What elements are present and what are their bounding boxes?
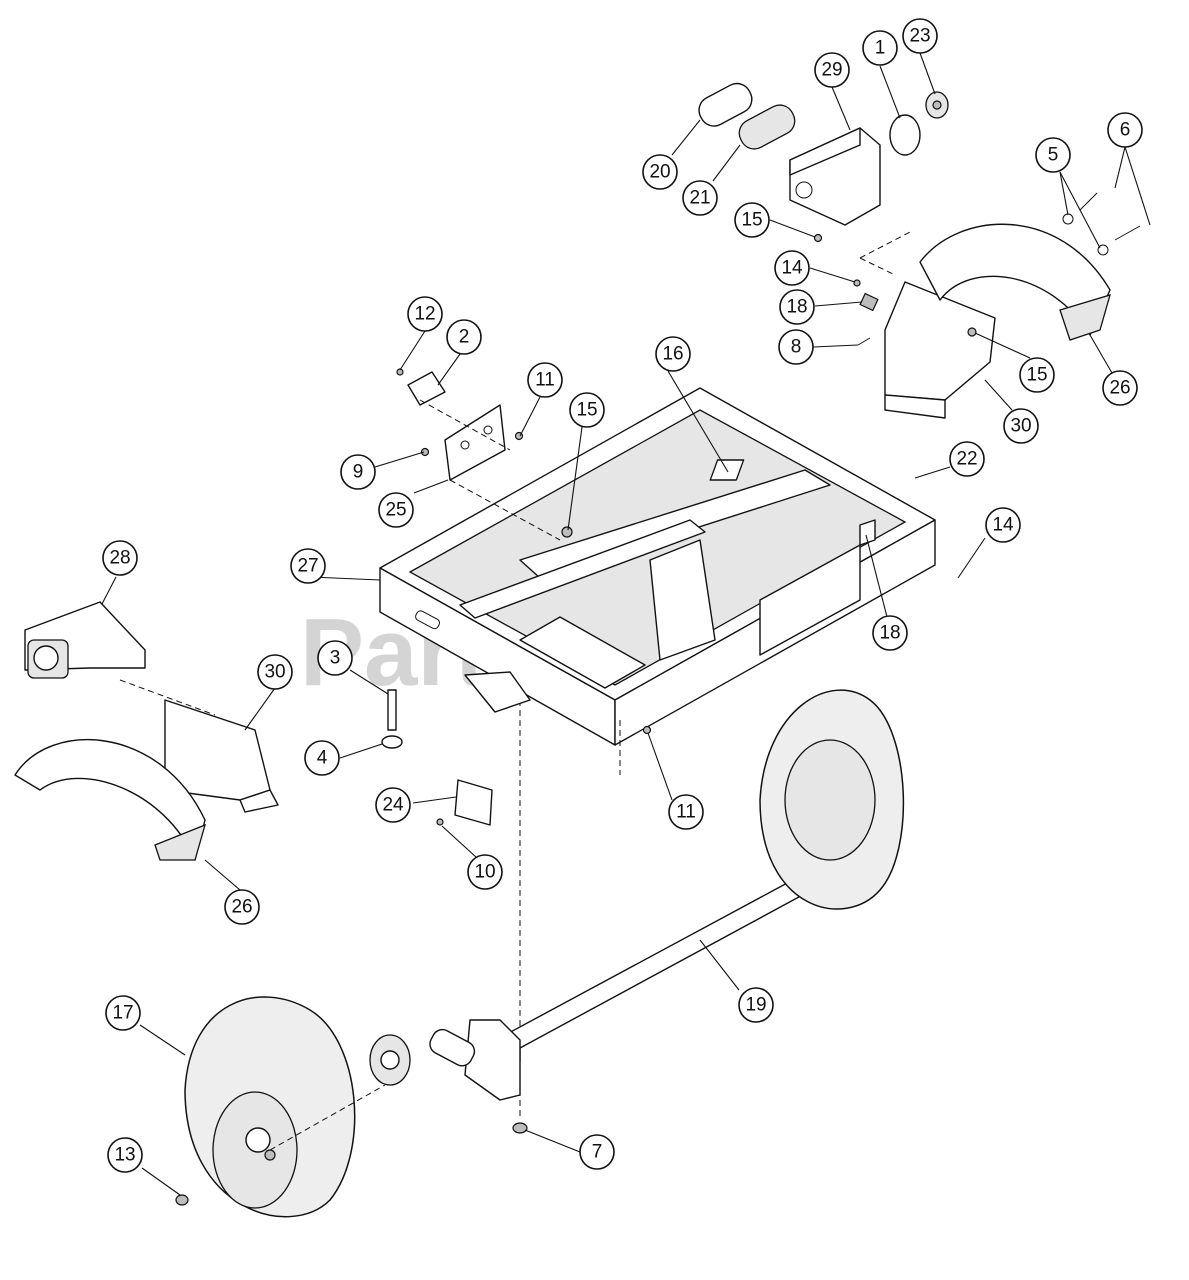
callouts: 1 23 29 20 21 5 6 15 14 18 8 15 26 30 12… — [102, 18, 1143, 1173]
callout: 14 — [774, 250, 810, 286]
mount-plate — [396, 368, 561, 541]
callout: 10 — [467, 854, 503, 890]
svg-text:11: 11 — [535, 370, 555, 391]
svg-text:25: 25 — [385, 500, 406, 521]
callout: 16 — [655, 336, 691, 372]
callout: 17 — [105, 995, 141, 1031]
svg-text:19: 19 — [745, 995, 766, 1016]
callout: 25 — [378, 492, 414, 528]
callout: 5 — [1035, 137, 1071, 173]
callout: 26 — [1102, 370, 1138, 406]
svg-text:22: 22 — [956, 449, 977, 470]
left-fender-assembly — [14, 601, 279, 861]
callout: 11 — [527, 362, 563, 398]
svg-text:11: 11 — [676, 802, 696, 823]
svg-text:21: 21 — [689, 188, 710, 209]
callout: 15 — [734, 202, 770, 238]
svg-text:1: 1 — [875, 38, 886, 59]
callout: 19 — [738, 987, 774, 1023]
svg-text:10: 10 — [474, 862, 495, 883]
svg-text:15: 15 — [576, 400, 597, 421]
callout: 4 — [304, 740, 340, 776]
callout: 11 — [668, 794, 704, 830]
svg-text:15: 15 — [741, 210, 762, 231]
svg-text:2: 2 — [459, 327, 470, 348]
right-fender-assembly — [853, 192, 1141, 419]
wheel-right — [759, 689, 905, 910]
callout: 14 — [985, 507, 1021, 543]
svg-text:23: 23 — [909, 26, 930, 47]
svg-text:27: 27 — [297, 556, 318, 577]
svg-text:6: 6 — [1120, 120, 1131, 141]
svg-text:4: 4 — [317, 748, 328, 769]
callout: 30 — [257, 654, 293, 690]
callout: 2 — [446, 319, 482, 355]
callout: 22 — [949, 441, 985, 477]
svg-text:17: 17 — [112, 1003, 133, 1024]
callout: 26 — [224, 889, 260, 925]
tail-light-assembly — [698, 82, 949, 243]
callout: 12 — [407, 296, 443, 332]
svg-text:18: 18 — [786, 297, 807, 318]
callout: 15 — [569, 392, 605, 428]
callout: 27 — [290, 548, 326, 584]
callout: 3 — [317, 640, 353, 676]
callout: 18 — [779, 289, 815, 325]
leader-lines — [101, 52, 1151, 1196]
svg-text:14: 14 — [992, 515, 1014, 536]
svg-text:13: 13 — [114, 1145, 135, 1166]
svg-text:28: 28 — [109, 548, 130, 569]
callout: 15 — [1019, 357, 1055, 393]
callout: 9 — [340, 454, 376, 490]
callout: 28 — [102, 540, 138, 576]
callout: 21 — [682, 180, 718, 216]
svg-text:5: 5 — [1048, 145, 1059, 166]
callout: 24 — [375, 787, 411, 823]
svg-text:16: 16 — [662, 344, 683, 365]
svg-text:15: 15 — [1026, 365, 1047, 386]
callout: 8 — [778, 329, 814, 365]
callout: 29 — [814, 52, 850, 88]
wheel-left — [175, 996, 528, 1218]
svg-text:7: 7 — [592, 1142, 603, 1163]
svg-text:30: 30 — [1010, 416, 1031, 437]
svg-text:30: 30 — [264, 662, 285, 683]
callout: 7 — [579, 1134, 615, 1170]
svg-text:9: 9 — [353, 462, 364, 483]
svg-text:18: 18 — [879, 623, 900, 644]
callout: 23 — [902, 18, 938, 54]
svg-text:8: 8 — [791, 337, 802, 358]
callout: 18 — [872, 615, 908, 651]
callout: 30 — [1003, 408, 1039, 444]
svg-text:29: 29 — [821, 60, 842, 81]
svg-text:3: 3 — [330, 648, 341, 669]
callout: 20 — [642, 154, 678, 190]
svg-text:20: 20 — [649, 162, 670, 183]
svg-text:12: 12 — [414, 304, 435, 325]
callout: 1 — [862, 30, 898, 66]
callout: 13 — [107, 1137, 143, 1173]
svg-text:26: 26 — [231, 897, 252, 918]
svg-text:14: 14 — [781, 258, 803, 279]
svg-text:26: 26 — [1109, 378, 1130, 399]
svg-text:24: 24 — [382, 795, 404, 816]
callout: 6 — [1107, 112, 1143, 148]
trailer-frame — [379, 387, 936, 746]
